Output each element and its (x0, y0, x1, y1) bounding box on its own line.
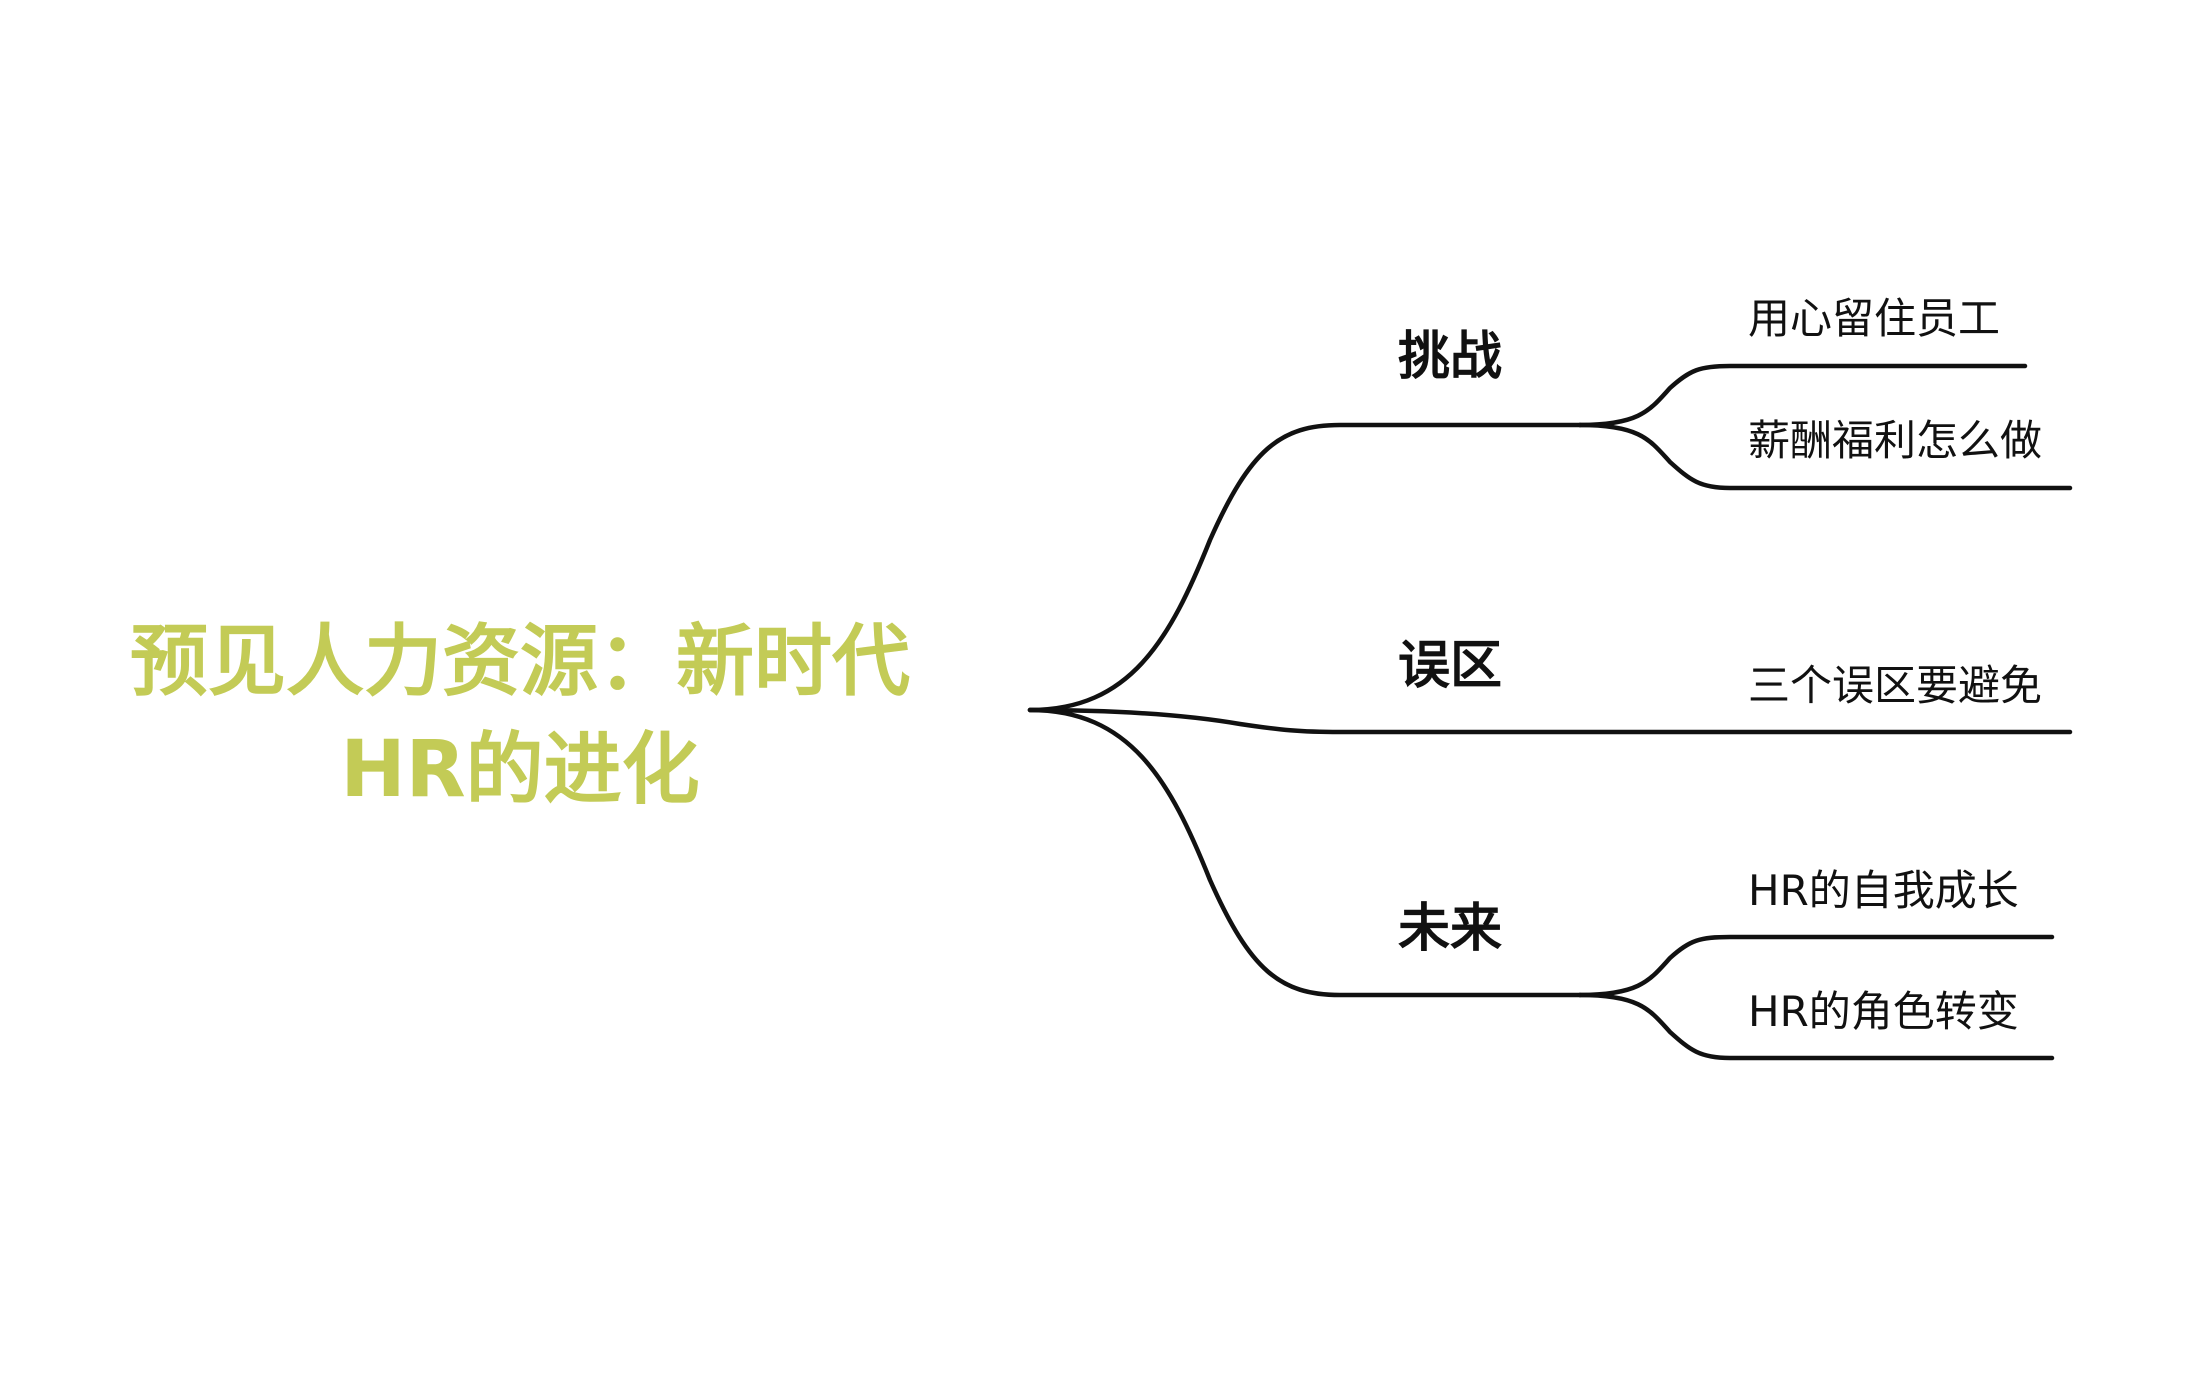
leaf-label-hr-self-growth[interactable]: HR的自我成长 (1748, 866, 2019, 915)
leaf-label-retain-employees[interactable]: 用心留住员工 (1748, 294, 2000, 343)
edge-branch-1-to-leaf-2 (1577, 422, 2073, 491)
root-title-line-1: 预见人力资源：新时代 (130, 617, 910, 707)
edge-branch-3-to-leaf-1 (1577, 934, 2055, 998)
leaf-label-three-pitfalls[interactable]: 三个误区要避免 (1748, 661, 2042, 710)
edge-branch-1-to-leaf-1 (1577, 363, 2028, 428)
edge-branch-3-to-leaf-2 (1577, 992, 2055, 1061)
edge-root-to-branch-2 (1027, 707, 2073, 735)
root-title-line-2: HR的进化 (340, 725, 699, 815)
edge-root-to-branch-1 (1027, 422, 1583, 713)
edge-root-to-branch-3 (1027, 707, 1583, 998)
branch-label-pitfalls[interactable]: 误区 (1398, 636, 1502, 696)
branch-label-challenges[interactable]: 挑战 (1398, 327, 1502, 387)
branch-label-future[interactable]: 未来 (1398, 899, 1502, 959)
leaf-label-hr-role-change[interactable]: HR的角色转变 (1748, 987, 2019, 1036)
root-topic[interactable]: 预见人力资源：新时代 HR的进化 (130, 617, 910, 815)
leaf-label-compensation-benefits[interactable]: 薪酬福利怎么做 (1748, 416, 2042, 465)
